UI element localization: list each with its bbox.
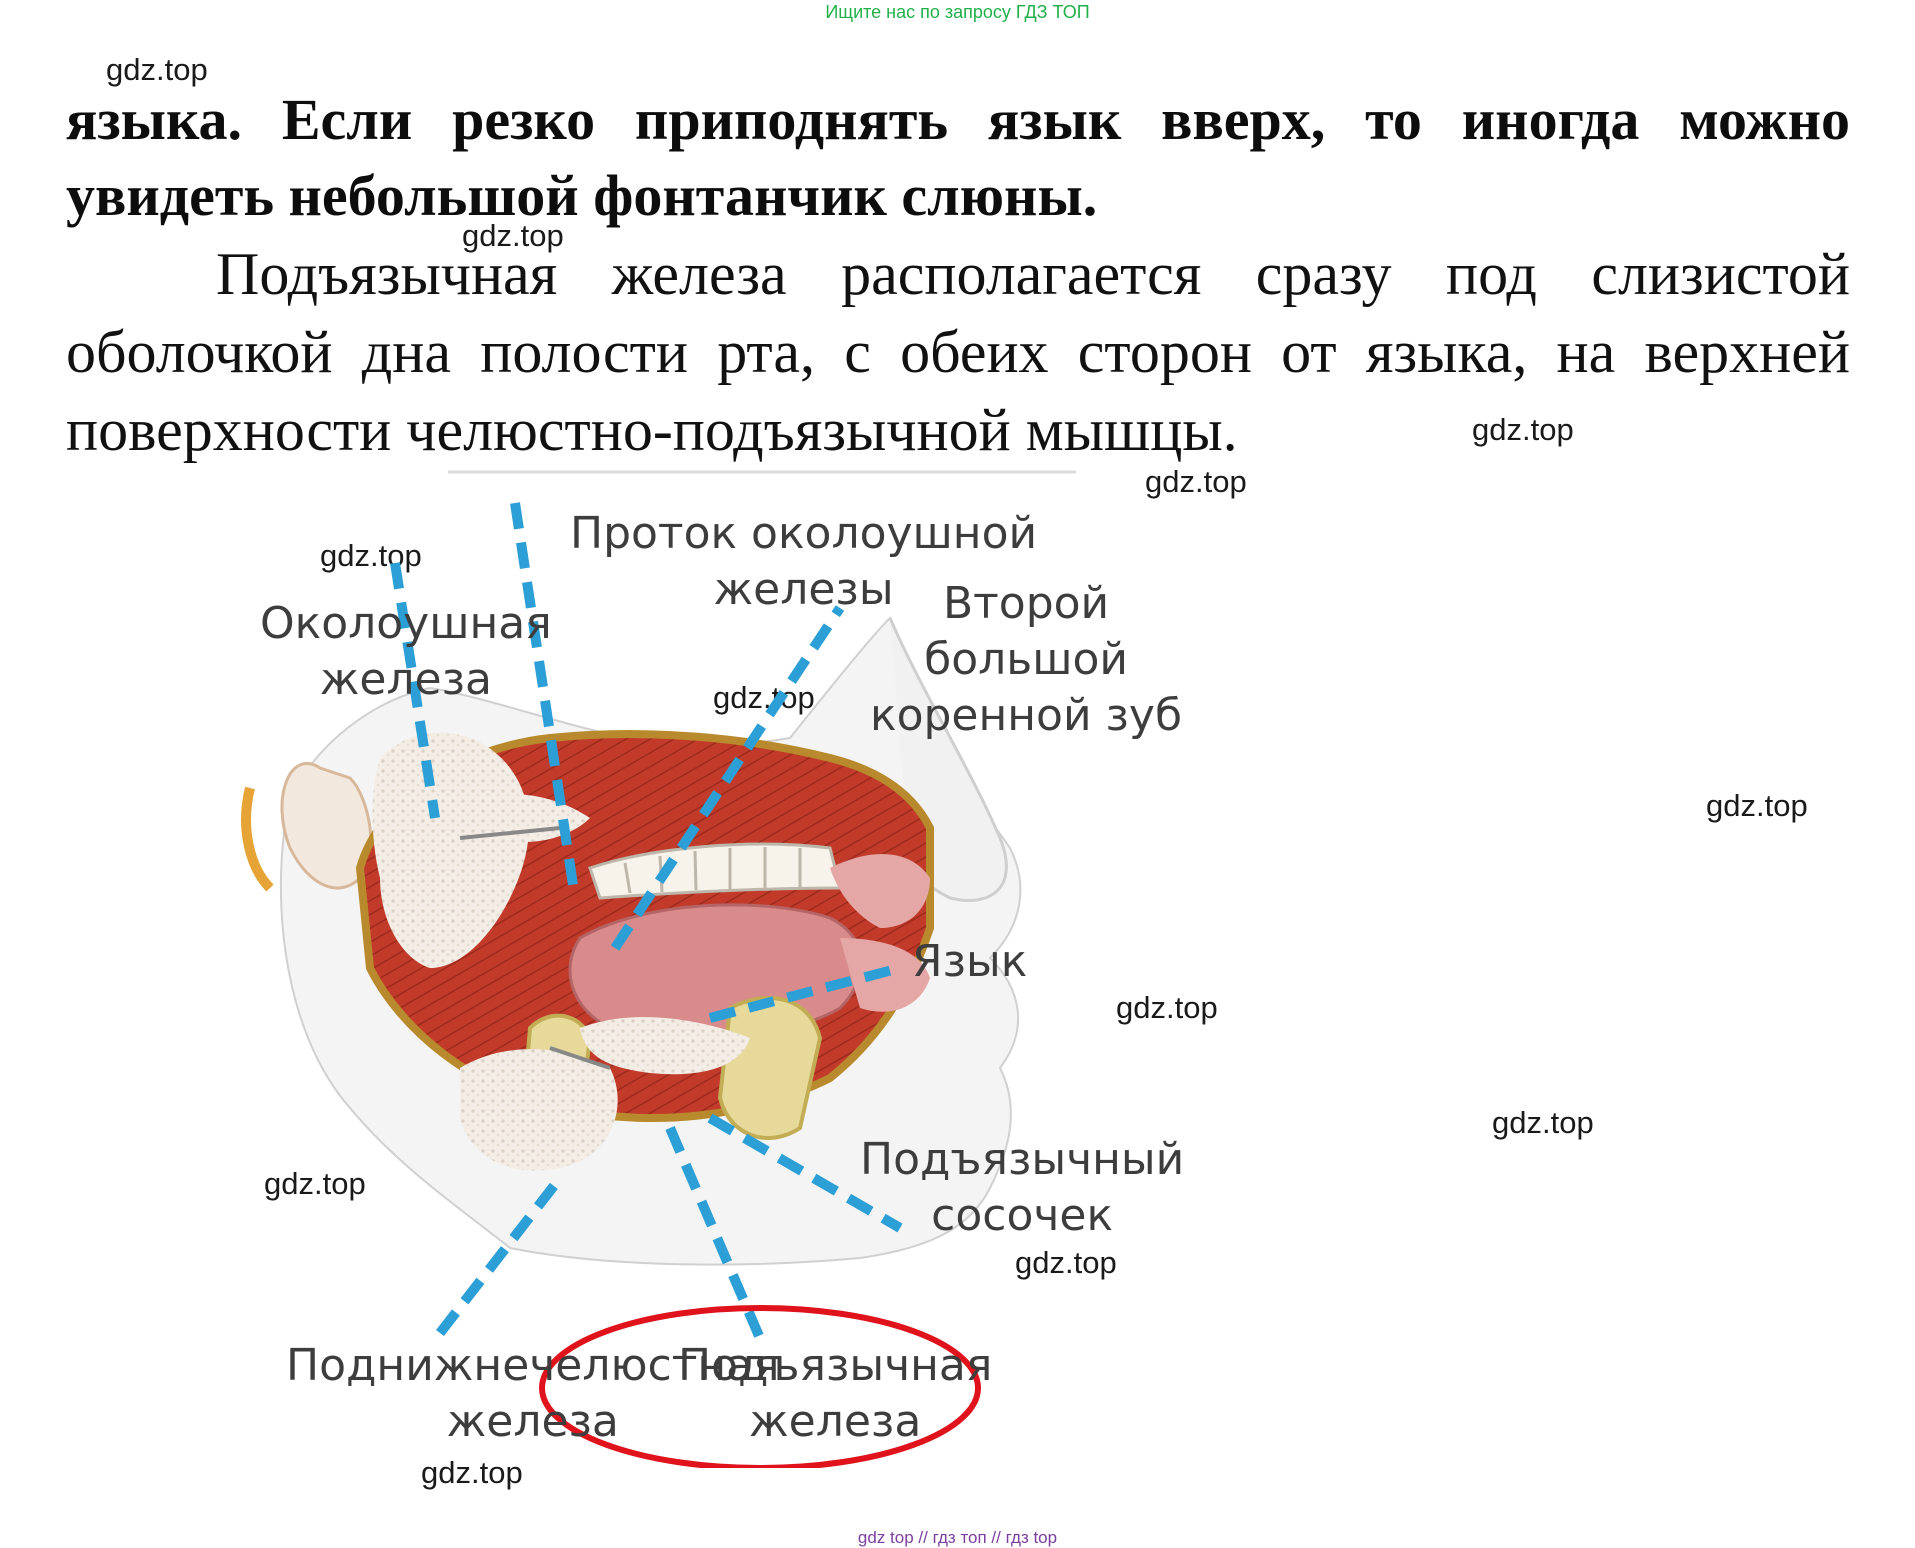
probe-1	[459, 826, 561, 840]
pointer-second-molar	[610, 605, 845, 951]
watermark: gdz.top	[1492, 1105, 1594, 1140]
pointer-tongue	[708, 963, 902, 1023]
paragraph-line-2: оболочкой дна полости рта, с обеих сторо…	[66, 319, 1850, 385]
ear-edge	[241, 786, 274, 892]
label-parotid-duct: Проток околоушной железы	[570, 508, 1038, 615]
label-submandibular-gland: Поднижнечелюстная железа	[286, 1340, 780, 1447]
upper-lip	[830, 854, 930, 928]
pointer-sublingual-papilla	[707, 1113, 903, 1233]
bold-text-line-1: языка. Если резко приподнять язык вверх,…	[66, 87, 1850, 152]
watermark: gdz.top	[320, 538, 422, 573]
paragraph-line-1: Подъязычная железа располагается сразу п…	[216, 241, 1850, 307]
label-sublingual-gland: Подъязычная железа	[678, 1340, 993, 1447]
ear	[280, 762, 373, 890]
watermark: gdz.top	[1015, 1245, 1117, 1280]
watermark: gdz.top	[1145, 464, 1247, 499]
parotid-gland-shape	[372, 732, 529, 968]
pointer-submandibular	[436, 1174, 564, 1337]
paragraph-line-3: поверхности челюстно-подъязычной мышцы.	[66, 397, 1238, 463]
salivary-glands-figure: Проток околоушной железы Околоушная желе…	[230, 468, 1350, 1471]
watermark: gdz.top	[1706, 788, 1808, 823]
label-parotid-gland: Околоушная железа	[260, 598, 552, 705]
header-note: Ищите нас по запросу ГДЗ ТОП	[825, 2, 1090, 22]
sublingual-gland-shape	[580, 1017, 750, 1075]
watermark: gdz.top	[421, 1455, 523, 1490]
watermark: gdz.top	[264, 1166, 366, 1201]
footer-note: gdz top // гдз топ // гдз top	[857, 1528, 1058, 1547]
probe-2	[549, 1046, 611, 1070]
bold-text-line-2: увидеть небольшой фонтанчик слюны.	[66, 163, 1098, 228]
pointer-parotid-gland	[390, 562, 440, 819]
watermark: gdz.top	[462, 218, 564, 253]
label-second-molar: Второй большой коренной зуб	[870, 578, 1183, 741]
watermark: gdz.top	[713, 680, 815, 715]
watermark: gdz.top	[1116, 990, 1218, 1025]
pointer-lines	[390, 502, 903, 1345]
submandibular-gland-shape	[460, 1049, 618, 1171]
watermark: gdz.top	[106, 52, 208, 87]
label-sublingual-papilla: Подъязычный сосочек	[860, 1134, 1185, 1241]
label-tongue: Язык	[912, 936, 1028, 987]
pointer-parotid-duct	[510, 502, 580, 899]
anatomy-illustration	[241, 470, 1076, 1471]
watermark: gdz.top	[1472, 412, 1574, 447]
